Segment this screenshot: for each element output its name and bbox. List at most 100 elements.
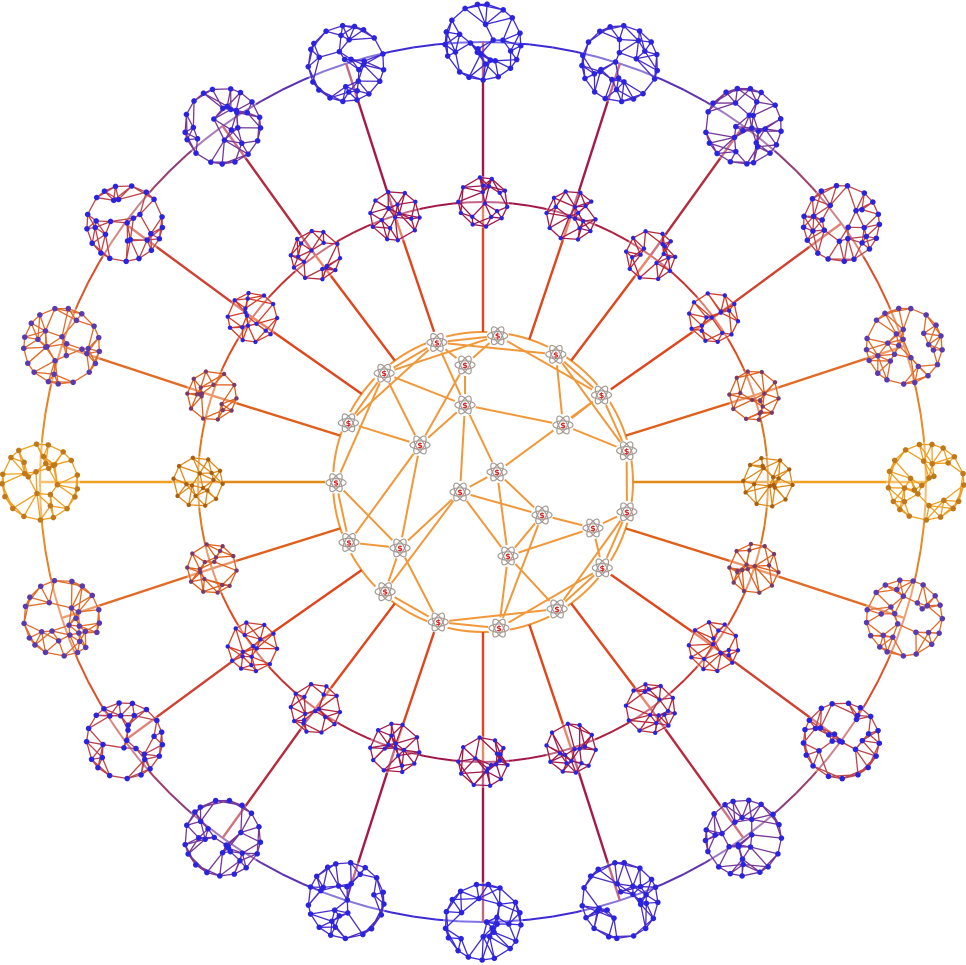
cluster-edge xyxy=(746,146,759,165)
outer-cluster[interactable] xyxy=(863,305,945,387)
middle-cluster[interactable] xyxy=(727,369,781,422)
atom-icon[interactable]: $ xyxy=(449,481,471,503)
cluster-vertex xyxy=(710,641,716,647)
atom-icon[interactable]: $ xyxy=(373,362,396,385)
outer-cluster[interactable] xyxy=(83,700,166,782)
outer-cluster[interactable] xyxy=(579,22,661,105)
cluster-vertex xyxy=(444,53,451,59)
middle-cluster[interactable] xyxy=(171,455,225,508)
cluster-edge xyxy=(172,478,179,497)
atom-orbit xyxy=(550,599,564,619)
cluster-edge xyxy=(240,812,253,834)
middle-cluster[interactable] xyxy=(185,369,239,422)
atom-icon[interactable]: $ xyxy=(552,414,574,436)
atom-icon[interactable]: $ xyxy=(325,471,348,494)
outer-cluster[interactable] xyxy=(800,182,883,265)
outer-cluster[interactable] xyxy=(305,859,387,942)
cluster-edge xyxy=(548,206,557,229)
atom-icon[interactable]: $ xyxy=(409,434,431,456)
cluster-vertex xyxy=(192,862,199,868)
atom-icon[interactable]: $ xyxy=(486,324,509,347)
outer-cluster[interactable] xyxy=(702,797,785,879)
cluster-edge xyxy=(401,749,405,767)
atom-icon[interactable]: $ xyxy=(337,411,360,434)
middle-cluster[interactable] xyxy=(741,455,795,509)
middle-cluster[interactable] xyxy=(686,620,741,674)
cluster-vertex xyxy=(198,385,203,390)
atom-icon[interactable]: $ xyxy=(389,537,411,559)
cluster-vertex xyxy=(8,454,14,461)
atom-icon[interactable]: $ xyxy=(590,384,613,407)
atom-icon[interactable]: $ xyxy=(454,354,476,376)
cluster-edge xyxy=(211,88,224,109)
outer-cluster[interactable] xyxy=(885,441,966,523)
cluster-vertex xyxy=(321,240,326,246)
cluster-edge xyxy=(888,470,912,480)
outer-cluster[interactable] xyxy=(863,577,946,659)
middle-cluster[interactable] xyxy=(456,175,510,229)
middle-cluster[interactable] xyxy=(727,541,781,595)
middle-cluster[interactable] xyxy=(225,290,280,345)
atom-icon[interactable]: $ xyxy=(582,517,604,539)
middle-cluster[interactable] xyxy=(225,620,280,674)
cluster-edge xyxy=(638,729,656,734)
middle-cluster[interactable] xyxy=(623,682,677,735)
cluster-vertex xyxy=(127,236,134,243)
cluster-edge xyxy=(923,460,930,479)
middle-cluster[interactable] xyxy=(288,228,343,282)
outer-cluster[interactable] xyxy=(442,1,524,83)
outer-cluster[interactable] xyxy=(579,859,661,942)
outer-cluster[interactable] xyxy=(442,881,524,963)
outer-cluster[interactable] xyxy=(703,85,784,167)
outer-cluster[interactable] xyxy=(182,797,264,879)
atom-icon[interactable]: $ xyxy=(425,331,448,354)
atom-icon[interactable]: $ xyxy=(615,439,638,462)
cluster-vertex xyxy=(841,258,848,265)
middle-cluster[interactable] xyxy=(623,229,678,282)
outer-cluster[interactable] xyxy=(20,305,103,387)
outer-cluster[interactable] xyxy=(21,577,103,659)
middle-cluster[interactable] xyxy=(288,682,343,735)
cluster-vertex xyxy=(216,873,223,879)
middle-cluster[interactable] xyxy=(456,735,510,788)
atom-icon[interactable]: $ xyxy=(546,597,569,620)
atom-icon[interactable]: $ xyxy=(374,580,397,603)
cluster-vertex xyxy=(739,856,746,862)
atom-icon[interactable]: $ xyxy=(488,617,511,640)
cluster-edge xyxy=(565,190,582,194)
cluster-vertex xyxy=(380,66,387,73)
cluster-edge xyxy=(728,635,737,651)
cluster-edge xyxy=(39,314,47,332)
cluster-edge xyxy=(915,631,933,645)
atom-icon[interactable]: $ xyxy=(615,500,638,523)
atom-icon[interactable]: $ xyxy=(486,461,508,483)
cluster-vertex xyxy=(143,189,150,195)
cluster-vertex xyxy=(749,397,755,403)
cluster-vertex xyxy=(249,662,254,668)
cluster-vertex xyxy=(89,240,95,247)
middle-cluster[interactable] xyxy=(368,721,422,775)
atom-icon[interactable]: $ xyxy=(544,343,567,366)
outer-cluster[interactable] xyxy=(305,22,387,105)
atom-icon[interactable]: $ xyxy=(531,504,553,526)
middle-cluster[interactable] xyxy=(368,189,422,243)
middle-cluster[interactable] xyxy=(544,721,598,775)
atom-icon[interactable]: $ xyxy=(454,394,476,416)
outer-cluster[interactable] xyxy=(0,441,81,523)
outer-cluster[interactable] xyxy=(182,86,264,167)
middle-cluster[interactable] xyxy=(544,189,598,242)
cluster-edge xyxy=(579,192,592,203)
outer-cluster[interactable] xyxy=(800,700,883,782)
middle-cluster[interactable] xyxy=(185,542,239,595)
atom-icon[interactable]: $ xyxy=(337,531,360,554)
cluster-edge xyxy=(457,186,464,203)
cluster-vertex xyxy=(615,75,622,81)
cluster-vertex xyxy=(630,891,636,898)
atom-icon[interactable]: $ xyxy=(497,545,519,567)
outer-cluster[interactable] xyxy=(84,183,166,265)
cluster-vertex xyxy=(35,336,41,343)
atom-icon[interactable]: $ xyxy=(427,611,450,634)
cluster-edge xyxy=(188,484,193,506)
atom-icon[interactable]: $ xyxy=(591,556,614,579)
middle-cluster[interactable] xyxy=(686,291,741,344)
